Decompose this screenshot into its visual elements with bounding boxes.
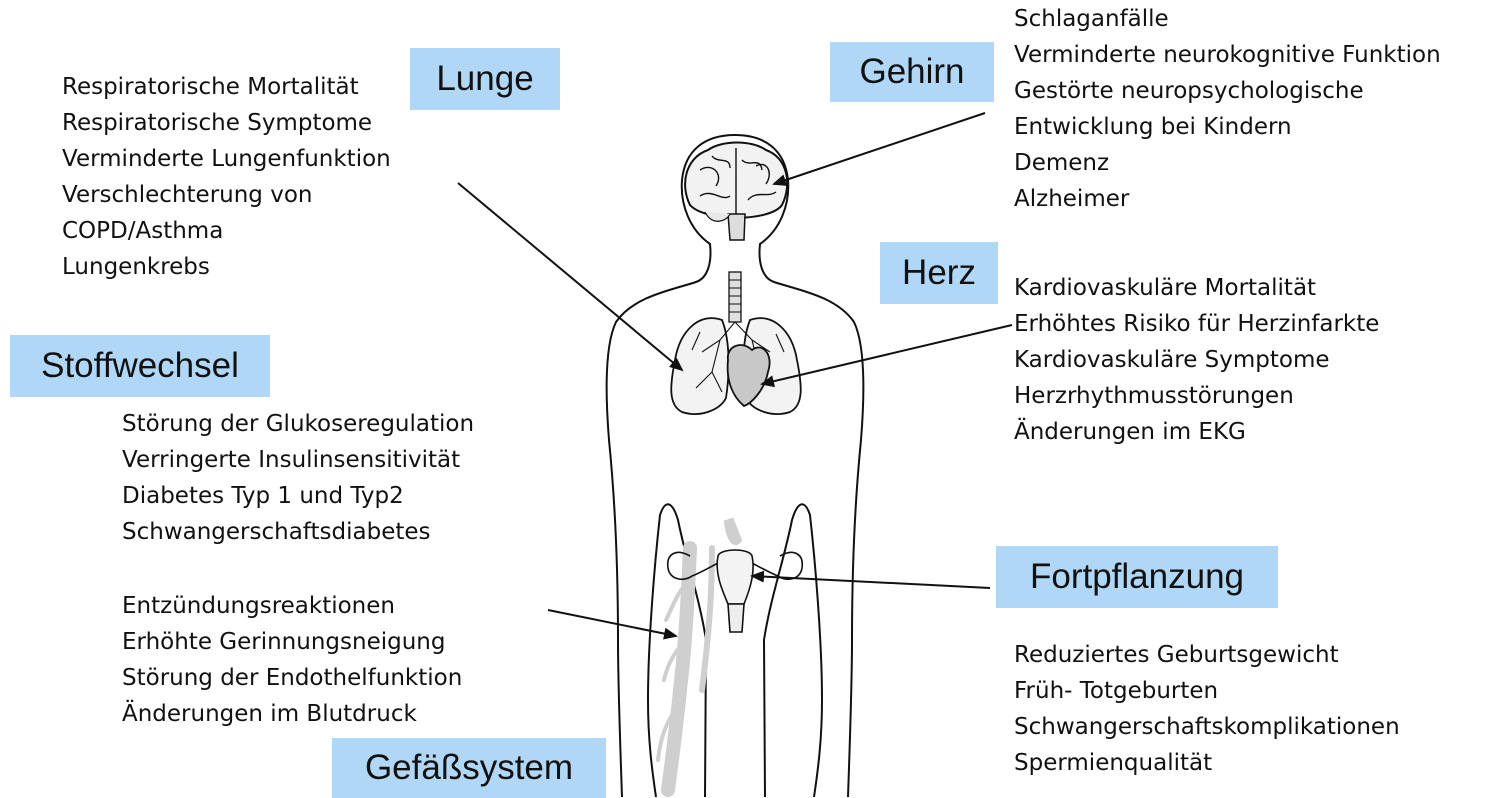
gehirn-arrow [774, 113, 985, 184]
list-item: Verringerte Insulinsensitivität [122, 442, 474, 478]
brain-icon [685, 143, 787, 241]
gefaess-effects-list: Entzündungsreaktionen Erhöhte Gerinnungs… [122, 588, 462, 732]
list-item: Respiratorische Symptome [62, 105, 391, 141]
list-item: Schlaganfälle [1014, 1, 1441, 37]
stoffwechsel-effects-list: Störung der Glukoseregulation Verringert… [122, 406, 474, 550]
lunge-arrow [458, 183, 682, 370]
list-item: Erhöhte Gerinnungsneigung [122, 624, 462, 660]
list-item: Schwangerschaftsdiabetes [122, 514, 474, 550]
list-item: Lungenkrebs [62, 249, 391, 285]
fortpflanzung-effects-list: Reduziertes Geburtsgewicht Früh- Totgebu… [1014, 637, 1400, 781]
list-item: Diabetes Typ 1 und Typ2 [122, 478, 474, 514]
list-item: Früh- Totgeburten [1014, 673, 1400, 709]
gehirn-label: Gehirn [830, 42, 994, 102]
list-item: Änderungen im EKG [1014, 414, 1379, 450]
herz-label: Herz [880, 242, 998, 304]
list-item: Gestörte neuropsychologische [1014, 73, 1441, 109]
list-item: Kardiovaskuläre Mortalität [1014, 270, 1379, 306]
list-item: Verminderte neurokognitive Funktion [1014, 37, 1441, 73]
list-item: Störung der Glukoseregulation [122, 406, 474, 442]
lunge-effects-list: Respiratorische Mortalität Respiratorisc… [62, 69, 391, 285]
herz-effects-list: Kardiovaskuläre Mortalität Erhöhtes Risi… [1014, 270, 1379, 450]
list-item: Reduziertes Geburtsgewicht [1014, 637, 1400, 673]
list-item: Störung der Endothelfunktion [122, 660, 462, 696]
list-item: Erhöhtes Risiko für Herzinfarkte [1014, 306, 1379, 342]
list-item: Verminderte Lungenfunktion [62, 141, 391, 177]
list-item: Schwangerschaftskomplikationen [1014, 709, 1400, 745]
list-item: Verschlechterung von [62, 177, 391, 213]
fortpflanzung-label: Fortpflanzung [996, 546, 1278, 608]
list-item: Respiratorische Mortalität [62, 69, 391, 105]
stoffwechsel-label: Stoffwechsel [10, 335, 270, 397]
list-item: Spermienqualität [1014, 745, 1400, 781]
herz-arrow [762, 325, 1012, 384]
gefaess-arrow [548, 610, 676, 636]
gefaess-label: Gefäßsystem [332, 738, 606, 798]
list-item: Kardiovaskuläre Symptome [1014, 342, 1379, 378]
list-item: Demenz [1014, 145, 1441, 181]
list-item: Änderungen im Blutdruck [122, 696, 462, 732]
list-item: Entzündungsreaktionen [122, 588, 462, 624]
fortpflanzung-arrow [752, 576, 990, 588]
list-item: COPD/Asthma [62, 213, 391, 249]
list-item: Herzrhythmusstörungen [1014, 378, 1379, 414]
list-item: Entwicklung bei Kindern [1014, 109, 1441, 145]
list-item: Alzheimer [1014, 181, 1441, 217]
lunge-label: Lunge [410, 48, 560, 110]
trachea-icon [729, 272, 741, 322]
gehirn-effects-list: Schlaganfälle Verminderte neurokognitive… [1014, 1, 1441, 217]
